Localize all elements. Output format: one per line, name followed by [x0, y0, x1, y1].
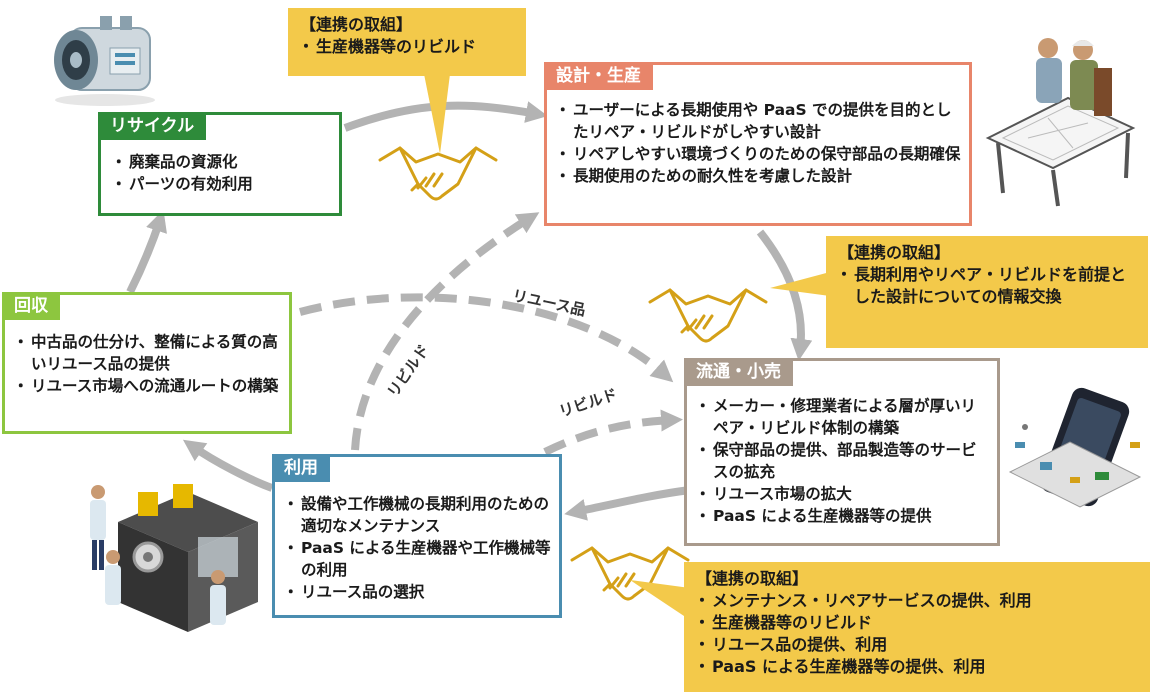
stage-title: リサイクル — [98, 112, 207, 140]
stage-item: 長期使用のための耐久性を考慮した設計 — [555, 165, 961, 187]
callout-title: 【連携の取組】 — [300, 15, 413, 34]
callout-collaboration-bottom: 【連携の取組】 メンテナンス・リペアサービスの提供、利用 生産機器等のリビルド … — [684, 562, 1150, 692]
stage-design: 設計・生産 ユーザーによる長期使用や PaaS での提供を目的としたリペア・リビ… — [544, 62, 972, 226]
stage-recycle: リサイクル 廃棄品の資源化 パーツの有効利用 — [98, 112, 342, 216]
callout-list: 生産機器等のリビルド — [298, 36, 514, 58]
callout-item: メンテナンス・リペアサービスの提供、利用 — [694, 590, 1138, 612]
stage-title: 利用 — [272, 454, 330, 482]
callout-title: 【連携の取組】 — [838, 243, 951, 262]
callout-pointer — [630, 580, 690, 620]
callout-item: 長期利用やリペア・リビルドを前提とした設計についての情報交換 — [836, 264, 1136, 308]
arrow-use-to-collect — [182, 439, 274, 492]
stage-item: リペアしやすい環境づくりのための保守部品の長期確保 — [555, 143, 961, 165]
callout-item: 生産機器等のリビルド — [298, 36, 514, 58]
stage-item: メーカー・修理業者による層が厚いリペア・リビルド体制の構築 — [695, 395, 989, 439]
stage-items: メーカー・修理業者による層が厚いリペア・リビルド体制の構築 保守部品の提供、部品… — [695, 395, 989, 527]
callout-pointer — [770, 272, 830, 296]
stage-item: 廃棄品の資源化 — [111, 151, 331, 173]
stage-items: 設備や工作機械の長期利用のための適切なメンテナンス PaaS による生産機器や工… — [283, 493, 551, 603]
stage-items: 中古品の仕分け、整備による質の高いリユース品の提供 リユース市場への流通ルートの… — [13, 331, 281, 397]
handshake-icon — [570, 546, 690, 601]
stage-title: 流通・小売 — [684, 358, 793, 386]
stage-item: 中古品の仕分け、整備による質の高いリユース品の提供 — [13, 331, 281, 375]
stage-title: 設計・生産 — [544, 62, 653, 90]
arrow-reuse — [298, 293, 674, 383]
stage-item: リユース市場の拡大 — [695, 483, 989, 505]
stage-item: 設備や工作機械の長期利用のための適切なメンテナンス — [283, 493, 551, 537]
handshake-icon — [378, 146, 498, 201]
stage-items: ユーザーによる長期使用や PaaS での提供を目的としたリペア・リビルドがしやす… — [555, 99, 961, 187]
stage-item: リユース品の選択 — [283, 581, 551, 603]
callout-list: メンテナンス・リペアサービスの提供、利用 生産機器等のリビルド リユース品の提供… — [694, 590, 1138, 678]
stage-title: 回収 — [2, 292, 60, 320]
stage-item: PaaS による生産機器や工作機械等の利用 — [283, 537, 551, 581]
callout-item: リユース品の提供、利用 — [694, 634, 1138, 656]
stage-item: リユース市場への流通ルートの構築 — [13, 375, 281, 397]
factory-machine-illustration — [90, 484, 258, 632]
engineers-desk-illustration — [985, 38, 1136, 207]
smartphone-parts-illustration — [1008, 387, 1142, 508]
stage-collect: 回収 中古品の仕分け、整備による質の高いリユース品の提供 リユース市場への流通ル… — [2, 292, 292, 434]
arrow-collect-to-recycle — [126, 209, 167, 294]
arrow-rebuild-right — [543, 409, 683, 456]
callout-pointer — [424, 74, 450, 154]
stage-item: PaaS による生産機器等の提供 — [695, 505, 989, 527]
callout-collaboration-right: 【連携の取組】 長期利用やリペア・リビルドを前提とした設計についての情報交換 — [826, 236, 1148, 348]
callout-item: PaaS による生産機器等の提供、利用 — [694, 656, 1138, 678]
handshake-icon — [648, 288, 768, 343]
arrow-rebuild-left — [351, 212, 540, 451]
arrow-distribution-to-use — [564, 486, 691, 521]
callout-list: 長期利用やリペア・リビルドを前提とした設計についての情報交換 — [836, 264, 1136, 308]
stage-item: パーツの有効利用 — [111, 173, 331, 195]
callout-item: 生産機器等のリビルド — [694, 612, 1138, 634]
stage-use: 利用 設備や工作機械の長期利用のための適切なメンテナンス PaaS による生産機… — [272, 454, 562, 618]
stage-distribution: 流通・小売 メーカー・修理業者による層が厚いリペア・リビルド体制の構築 保守部品… — [684, 358, 1000, 546]
stage-item: 保守部品の提供、部品製造等のサービスの拡充 — [695, 439, 989, 483]
stage-items: 廃棄品の資源化 パーツの有効利用 — [111, 151, 331, 195]
callout-title: 【連携の取組】 — [696, 569, 809, 588]
callout-collaboration-top: 【連携の取組】 生産機器等のリビルド — [288, 8, 526, 76]
stage-item: ユーザーによる長期使用や PaaS での提供を目的としたリペア・リビルドがしやす… — [555, 99, 961, 143]
compressor-illustration — [54, 16, 155, 106]
